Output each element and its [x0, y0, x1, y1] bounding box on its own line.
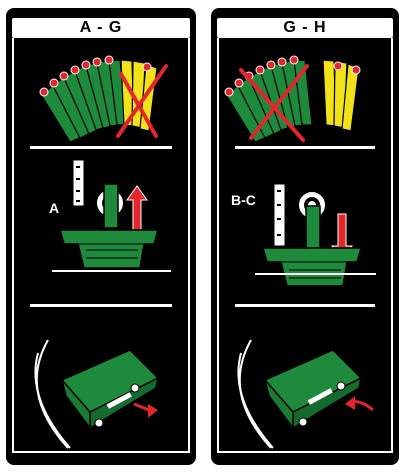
panel-a-g: A - G A: [6, 8, 196, 465]
bracket-adjust-out-icon: [6, 8, 196, 465]
panel-g-h: G - H B-C: [211, 8, 399, 465]
bracket-adjust-in-icon: [211, 8, 399, 465]
